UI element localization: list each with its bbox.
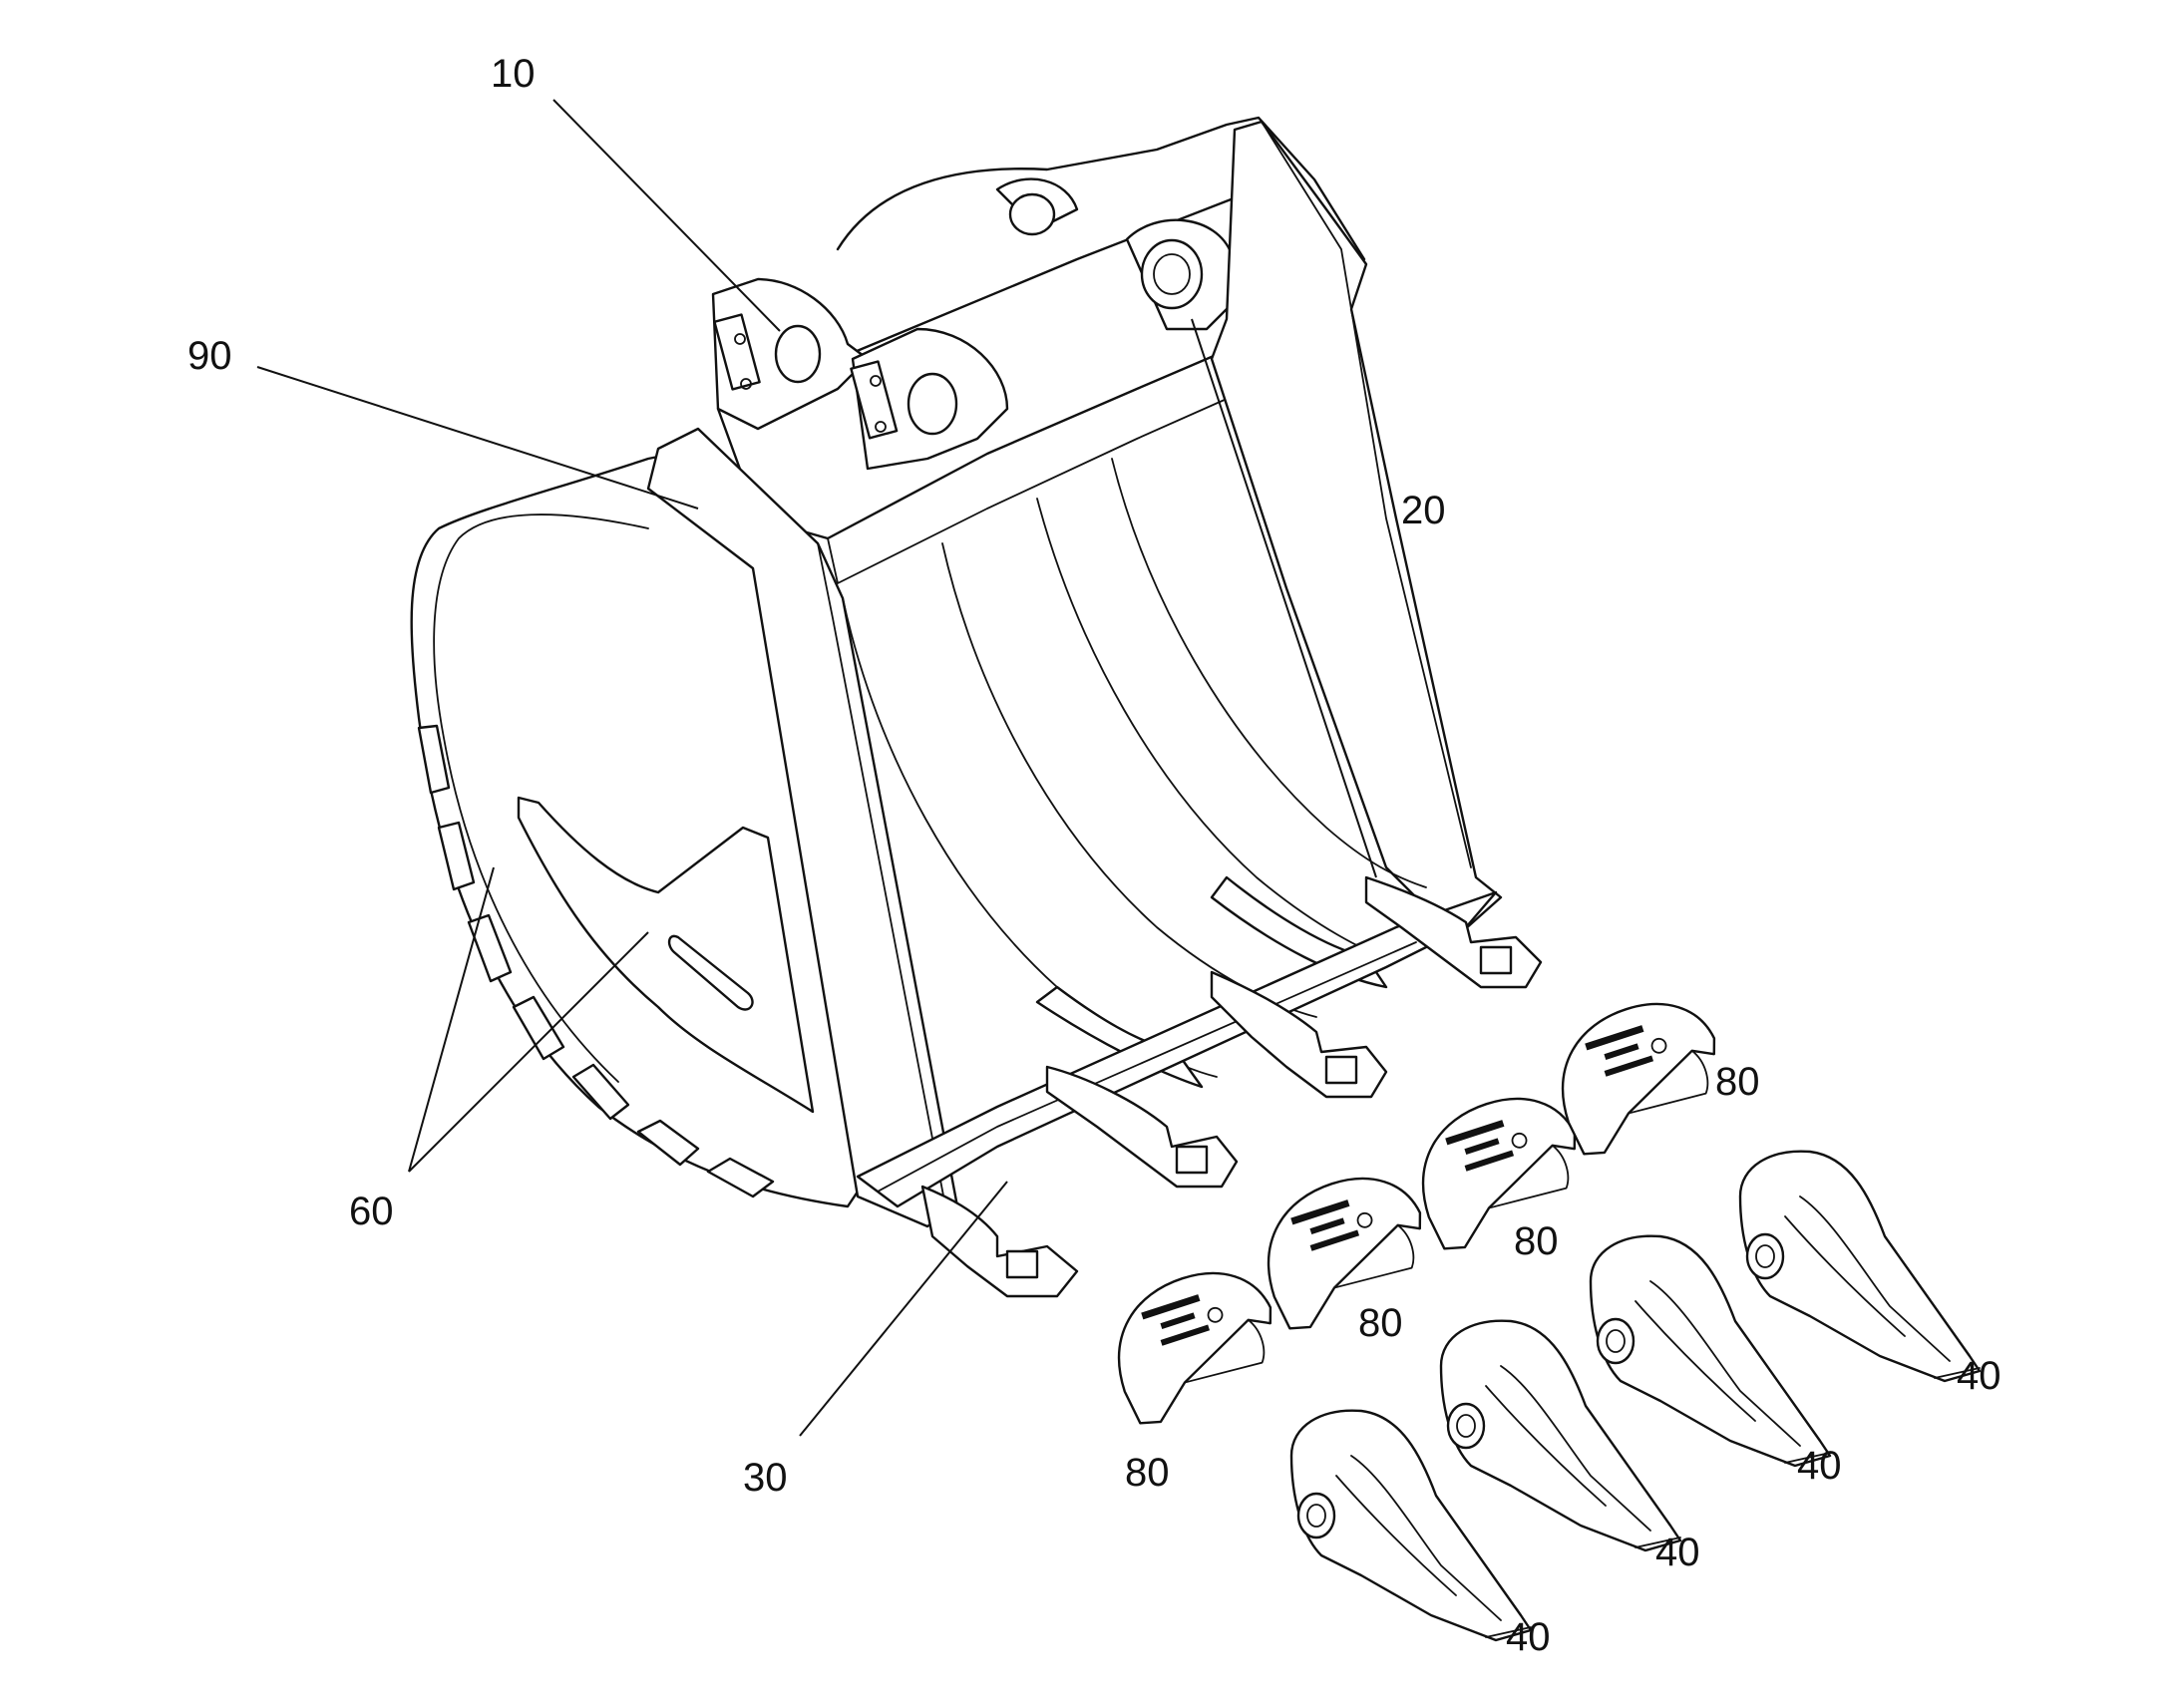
tooth-adapters (920, 875, 1543, 1298)
tooth (1589, 1234, 1832, 1468)
wear-strip (706, 1157, 775, 1198)
front-rib-edge (817, 542, 948, 1217)
leader-10 (552, 99, 781, 332)
label-20: 20 (1401, 489, 1446, 532)
label-80: 80 (1358, 1301, 1403, 1345)
bolt (740, 378, 752, 390)
wear-strip (636, 1119, 700, 1167)
leader-60b (408, 931, 649, 1173)
bucket-body (410, 116, 1543, 1298)
adapter-lock (1005, 1249, 1039, 1279)
bucket-back-shell (836, 116, 1366, 261)
label-80: 80 (1514, 1219, 1559, 1263)
label-80: 80 (1715, 1060, 1760, 1104)
right-side-wall (1210, 120, 1503, 939)
bolt (870, 375, 882, 387)
label-40: 40 (1797, 1444, 1842, 1488)
wear-strips (417, 724, 775, 1198)
wear-strip (467, 913, 513, 983)
left-boss-bracket (713, 313, 761, 391)
bolt (875, 421, 887, 433)
tooth-adapter (1045, 1065, 1239, 1189)
tooth (1289, 1409, 1533, 1642)
center-boss-bracket (850, 360, 899, 440)
right-boss-hole (1140, 238, 1204, 310)
label-80: 80 (1125, 1451, 1170, 1495)
center-boss-hole (907, 372, 958, 436)
side-plate-inner-edge (433, 513, 649, 1083)
leader-lines (256, 99, 1377, 1437)
adapter-lock (1479, 945, 1513, 975)
tooth (1439, 1319, 1682, 1552)
wear-strip (512, 995, 565, 1061)
wear-strip (571, 1063, 630, 1121)
bolt (734, 333, 746, 345)
label-30: 30 (743, 1456, 788, 1500)
inner-shell-curve (941, 542, 1317, 1018)
wear-strip (417, 724, 451, 795)
adapter-lock (1175, 1145, 1209, 1175)
rear-boss-hole (1008, 192, 1056, 236)
inner-shell-curve (1036, 498, 1397, 963)
adapter-lock (1324, 1055, 1358, 1085)
wear-strip (437, 821, 476, 891)
side-plate-slot (667, 934, 754, 1011)
lip-shrouds (1117, 1002, 1716, 1425)
lip-shroud (1421, 1097, 1577, 1250)
leader-30 (799, 1181, 1008, 1437)
label-40: 40 (1506, 1615, 1551, 1659)
lip-shroud (1561, 1002, 1716, 1156)
leader-90 (256, 366, 699, 510)
tooth-adapter (920, 1185, 1079, 1298)
label-60: 60 (349, 1190, 394, 1233)
lip-shroud (1117, 1271, 1272, 1425)
label-40: 40 (1957, 1354, 2001, 1398)
side-cutter-plate (517, 796, 815, 1114)
reference-labels: 10 90 20 60 30 80 80 80 80 40 40 40 40 (187, 52, 2001, 1659)
label-40: 40 (1655, 1531, 1700, 1574)
leader-60a (408, 866, 495, 1173)
leader-20 (1191, 318, 1377, 878)
label-90: 90 (187, 334, 232, 378)
right-boss-hole-inner (1153, 253, 1191, 295)
inner-shell-curve (1111, 458, 1427, 888)
right-side-wall-edge (1261, 121, 1472, 868)
left-boss-hole (774, 324, 822, 384)
lifting-bosses (711, 177, 1239, 471)
cross-beam-edge (827, 398, 1228, 584)
lip-shroud (1267, 1177, 1422, 1330)
label-10: 10 (491, 52, 536, 96)
teeth (1289, 1150, 1982, 1642)
tooth (1738, 1150, 1982, 1383)
